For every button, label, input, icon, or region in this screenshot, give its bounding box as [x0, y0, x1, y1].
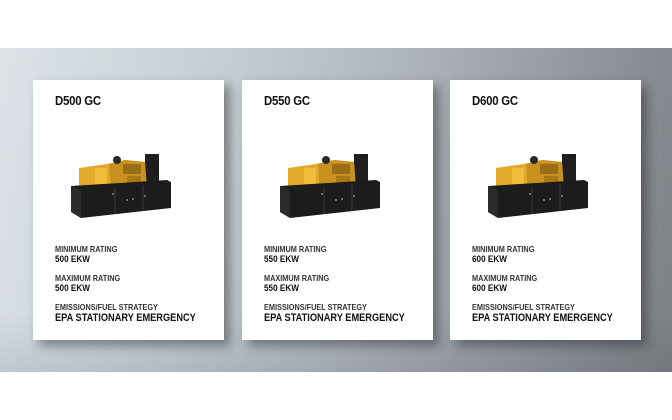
- max-rating-value: 550 EKW: [264, 283, 299, 294]
- max-rating-label: MAXIMUM RATING: [55, 273, 121, 283]
- emissions-label: EMISSIONS/FUEL STRATEGY: [264, 302, 367, 312]
- min-rating-label: MINIMUM RATING: [55, 244, 118, 254]
- product-title: D600 GC: [472, 93, 518, 108]
- emissions-value: EPA STATIONARY EMERGENCY: [55, 312, 196, 324]
- min-rating-value: 600 EKW: [472, 254, 507, 265]
- min-rating-value: 500 EKW: [55, 254, 90, 265]
- product-card-d550[interactable]: D550 GC MINIMUM RATING 550 EKW MAXIMUM R…: [242, 80, 433, 340]
- product-title: D500 GC: [55, 93, 101, 108]
- max-rating-label: MAXIMUM RATING: [472, 273, 538, 283]
- max-rating-value: 500 EKW: [55, 283, 90, 294]
- spec-list: MINIMUM RATING 600 EKW MAXIMUM RATING 60…: [472, 244, 637, 325]
- max-rating-value: 600 EKW: [472, 283, 507, 294]
- product-card-d500[interactable]: D500 GC MINIMUM RATING 500 EKW MAXIMUM R…: [33, 80, 224, 340]
- spec-list: MINIMUM RATING 550 EKW MAXIMUM RATING 55…: [264, 244, 429, 325]
- max-rating-label: MAXIMUM RATING: [264, 273, 330, 283]
- generator-set-icon: [488, 154, 588, 218]
- min-rating-label: MINIMUM RATING: [472, 244, 535, 254]
- generator-set-icon: [71, 154, 171, 218]
- emissions-value: EPA STATIONARY EMERGENCY: [472, 312, 613, 324]
- min-rating-value: 550 EKW: [264, 254, 299, 265]
- product-title: D550 GC: [264, 93, 310, 108]
- min-rating-label: MINIMUM RATING: [264, 244, 327, 254]
- product-card-d600[interactable]: D600 GC MINIMUM RATING 600 EKW MAXIMUM R…: [450, 80, 641, 340]
- spec-list: MINIMUM RATING 500 EKW MAXIMUM RATING 50…: [55, 244, 220, 325]
- emissions-value: EPA STATIONARY EMERGENCY: [264, 312, 405, 324]
- emissions-label: EMISSIONS/FUEL STRATEGY: [472, 302, 575, 312]
- emissions-label: EMISSIONS/FUEL STRATEGY: [55, 302, 158, 312]
- generator-set-icon: [280, 154, 380, 218]
